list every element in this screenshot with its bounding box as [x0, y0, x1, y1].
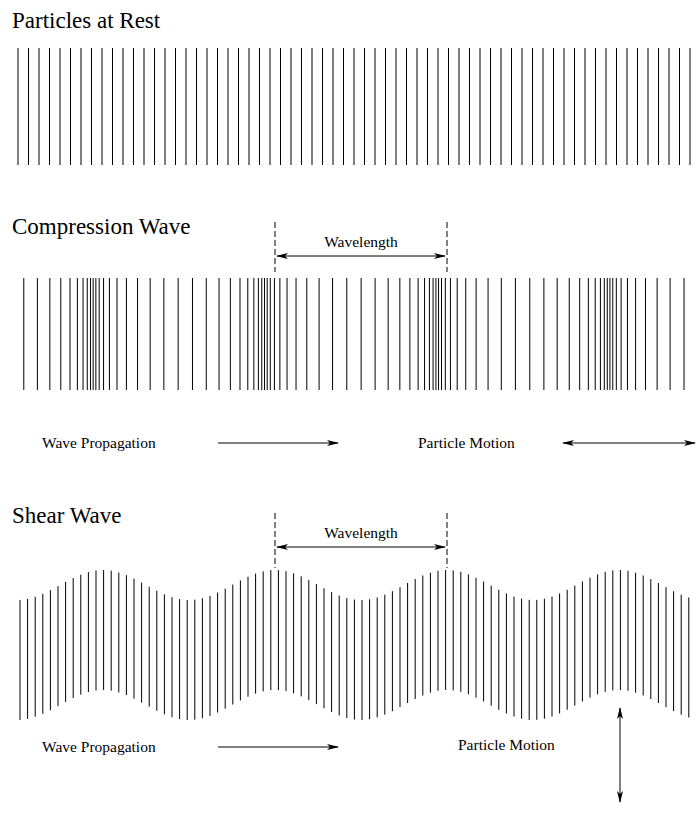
section-heading: Compression Wave: [12, 214, 191, 239]
motion-label: Particle Motion: [456, 736, 557, 753]
wavelength-bracket: [275, 513, 447, 568]
section-heading: Shear Wave: [12, 503, 122, 528]
wavelength-label: Wavelength: [322, 233, 400, 250]
propagation-label: Wave Propagation: [40, 738, 158, 755]
section-heading: Particles at Rest: [12, 8, 160, 33]
direction-arrow: [218, 443, 695, 802]
wavelength-label: Wavelength: [322, 524, 400, 541]
rest-particles: [18, 48, 690, 165]
shear-particles: [20, 570, 689, 720]
wavelength-bracket: [275, 222, 447, 272]
propagation-label: Wave Propagation: [40, 434, 158, 451]
compression-particles: [24, 278, 684, 390]
motion-label: Particle Motion: [416, 434, 517, 451]
